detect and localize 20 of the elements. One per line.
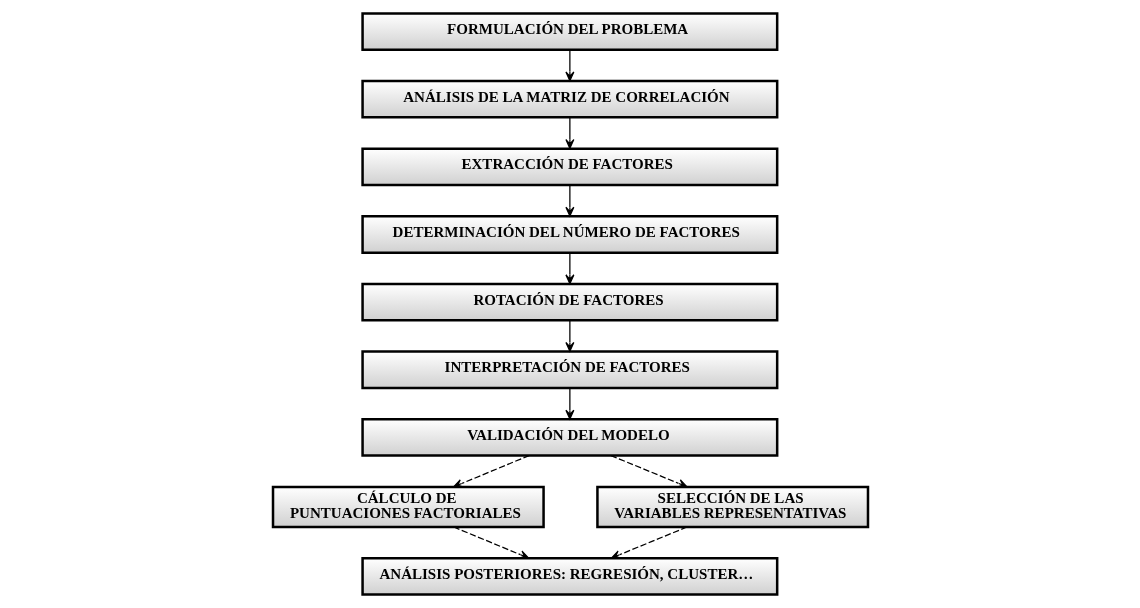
node-box: DETERMINACIÓN DEL NÚMERO DE FACTORES: [360, 215, 778, 254]
arrow: [564, 49, 574, 82]
arrow: [564, 319, 574, 352]
node-box: FORMULACIÓN DEL PROBLEMA: [360, 12, 778, 51]
arrow: [610, 526, 688, 560]
arrow: [564, 184, 574, 217]
node-box: VALIDACIÓN DEL MODELO: [360, 418, 778, 457]
node-box: EXTRACCIÓN DE FACTORES: [360, 147, 778, 187]
node-box: INTERPRETACIÓN DE FACTORES: [360, 350, 778, 390]
arrow: [452, 526, 529, 559]
arrow: [452, 454, 530, 488]
arrow: [564, 252, 574, 285]
node-box: CÁLCULO DE PUNTUACIONES FACTORIALES: [271, 485, 545, 529]
node-box: ANÁLISIS DE LA MATRIZ DE CORRELACIÓN: [360, 79, 778, 119]
arrow: [609, 454, 688, 488]
node-box: ANÁLISIS POSTERIORES: REGRESIÓN, CLUSTER…: [360, 557, 778, 596]
node-box: ROTACIÓN DE FACTORES: [360, 282, 778, 322]
arrow: [564, 387, 574, 420]
node-box: SELECCIÓN DE LAS VARIABLES REPRESENTATIVAS: [595, 485, 869, 529]
arrow: [564, 116, 574, 149]
